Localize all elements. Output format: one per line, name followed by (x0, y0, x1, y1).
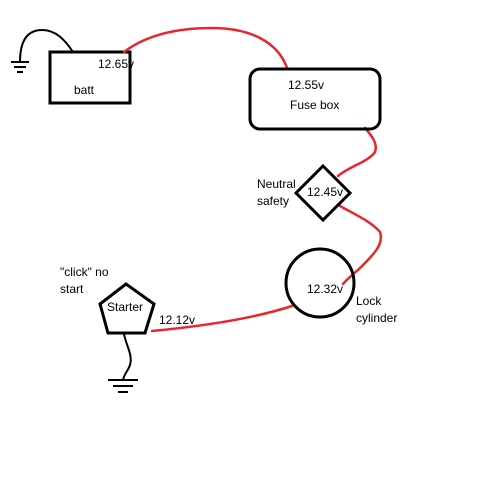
lock-cylinder-label-line1: Lock (356, 294, 382, 308)
wire-neutral-safety-to-lock (338, 204, 383, 286)
wire-fusebox-to-neutral-safety (336, 126, 377, 178)
wire-lock-to-starter (150, 304, 294, 333)
starter-ground-wire (122, 333, 132, 381)
neutral-safety-label-line1: Neutral (257, 177, 296, 191)
battery-voltage: 12.65v (98, 57, 134, 71)
battery-label: batt (74, 83, 95, 97)
fuse-box-voltage: 12.55v (288, 78, 324, 92)
neutral-safety-switch (293, 163, 353, 223)
starter-label: Starter (107, 300, 143, 314)
battery-box (48, 50, 132, 105)
fuse-box-label: Fuse box (290, 98, 339, 112)
lock-cylinder-label-line2: cylinder (356, 311, 397, 325)
starter (98, 282, 156, 335)
fuse-box (248, 67, 382, 131)
lock-cylinder (284, 247, 356, 319)
lock-cylinder-voltage: 12.32v (307, 282, 343, 296)
starter-annotation-line2: start (60, 282, 84, 296)
starter-ground-icon (108, 333, 138, 393)
neutral-safety-voltage: 12.45v (307, 185, 343, 199)
power-wires (122, 26, 383, 333)
starter-annotation-line1: "click" no (60, 265, 109, 279)
starter-voltage: 12.12v (159, 313, 195, 327)
wire-battery-to-fusebox (122, 26, 289, 70)
battery-ground-wire (19, 28, 74, 63)
battery-ground-icon (11, 28, 74, 73)
neutral-safety-label-line2: safety (257, 194, 289, 208)
